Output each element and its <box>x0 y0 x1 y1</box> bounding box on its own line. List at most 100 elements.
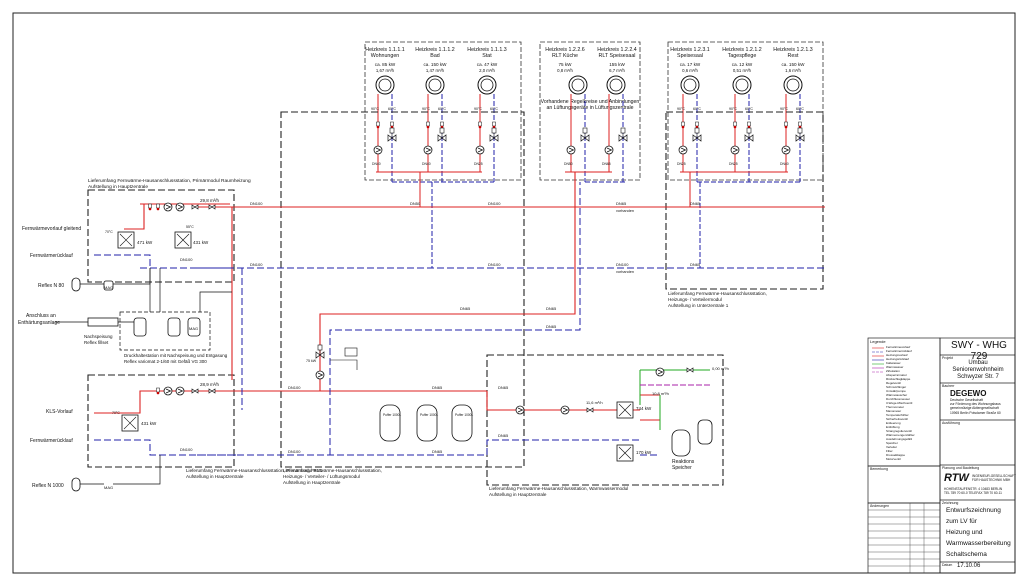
circuit-power: ca. 85 kW <box>375 62 396 67</box>
vorhanden-label: vorhanden <box>616 270 634 274</box>
pipe-size: DN65 <box>690 262 701 267</box>
circuit-name: Speisesaal <box>677 53 703 59</box>
pipe-size: DN25 <box>474 162 483 166</box>
temp-label: 60°C <box>796 107 804 111</box>
circuit-power: ca. 150 kW <box>782 62 806 67</box>
legend-item: Filter <box>886 449 893 453</box>
pipe-size: DN100 <box>288 385 301 390</box>
temp-label: 60°C <box>693 107 701 111</box>
temp-label: 90°C <box>422 107 430 111</box>
client-line: zur Förderung des Wohnungsbaus <box>950 402 1001 406</box>
legend-item: Fernwärmerücklauf <box>886 349 912 353</box>
drawing-line: zum LV für <box>946 518 977 525</box>
pipe-size: DN65 <box>460 306 471 311</box>
temp-label: 90°C <box>729 107 737 111</box>
legend-item: Wärmemengenzähler <box>886 433 915 437</box>
aenderungen-label: Änderungen <box>870 504 890 508</box>
station-title: Lieferumfang Fernwärme-Hausanschlussstat… <box>668 291 767 296</box>
flow-label: 10,8 m³/h <box>652 391 669 396</box>
hx-power: 431 kW <box>141 421 157 426</box>
datum-label: Datum <box>942 563 953 567</box>
pipe-size: DN65 <box>432 385 443 390</box>
drawing-date: 17.10.06 <box>957 563 981 569</box>
station-title: Lieferumfang Fernwärme-Hausanschlussstat… <box>283 468 382 473</box>
legend-item: Schmutzfänger <box>886 385 907 389</box>
storage-label: Puffer 1000L <box>455 413 473 417</box>
circuit-power: ca. 12 kW <box>732 62 753 67</box>
circuit-name: Stat <box>482 53 492 59</box>
flow-label: 11,6 m³/h <box>586 400 603 405</box>
pipe-size: DN65 <box>546 324 557 329</box>
druck-label: Reflex variomat 2-1/60 mit Gefäß VG 300 <box>124 359 207 364</box>
legend-item: Manometer <box>886 409 902 413</box>
temp-label: 60°C <box>745 107 753 111</box>
circuit-name: Tagespflege <box>728 53 757 59</box>
circuit-flow: 0,51 m³/h <box>733 68 752 73</box>
circuit-id: Heizkreis 1.2.2.4 <box>597 47 637 53</box>
client-line: Deutsche Gesellschaft <box>950 398 983 402</box>
legend-title: Legende <box>870 339 886 344</box>
druck-label: Druckhaltestation mit Nachspeisung und E… <box>124 353 228 358</box>
station-sub: Aufstellung in Unterzentrale 1 <box>668 303 729 308</box>
temp-label: 70°C <box>105 230 113 234</box>
legend-item: Sicherheitsventil <box>886 417 908 421</box>
reflex-label: Reflex N 1000 <box>32 483 64 489</box>
temp-label: 90°C <box>677 107 685 111</box>
fw-ruecklauf-label: Fernwärmerücklauf <box>30 253 73 259</box>
firm-line: INGENIEUR-GESELLSCHAFT <box>972 474 1016 478</box>
temp-label: 90°C <box>474 107 482 111</box>
pipe-size: DN65 <box>546 306 557 311</box>
legend-item: Warmwasser <box>886 365 904 369</box>
legend-item: Umwälzpumpe <box>886 389 906 393</box>
circuit-flow: 6,7 m³/h <box>609 68 625 73</box>
pipe-size: DN100 <box>250 262 263 267</box>
circuit-power: ca. 17 kW <box>680 62 701 67</box>
firm-logo: RTW <box>944 472 969 484</box>
pipe-size: DN65 <box>432 449 443 454</box>
pipe-size: DN40 <box>780 162 789 166</box>
client-name: DEGEWO <box>950 389 987 398</box>
circuit-name: RLT Küche <box>552 53 578 59</box>
legend-item: Temperaturfühler <box>886 413 909 417</box>
pipe-size: DN100 <box>488 262 501 267</box>
legend-item: Heizungsrücklauf <box>886 357 910 361</box>
rlt-note: Vorhandene Regelkreise und Anbindungen <box>541 99 640 105</box>
pipe-size: DN25 <box>677 162 686 166</box>
storage-label: Puffer 1000L <box>383 413 401 417</box>
circuit-name: Wohnungen <box>371 53 400 59</box>
legend-item: Drosselklappe <box>886 453 906 457</box>
nachspeisung-label: Nachspeisung <box>84 334 113 339</box>
flow-label: 28,9 m³/h <box>200 382 220 387</box>
legend-item: Ausdehnungsgefäß <box>886 437 913 441</box>
zeichnung-label: Zeichnung <box>942 501 959 505</box>
pipe-size: DN100 <box>180 257 193 262</box>
flow-label: 29,8 m³/h <box>200 198 220 203</box>
circuit-id: Heizkreis 1.1.1.3 <box>467 47 507 53</box>
circuit-flow: 1,6 m³/h <box>785 68 801 73</box>
circuit-id: Heizkreis 1.2.2.6 <box>545 47 585 53</box>
storage-label: Puffer 1000L <box>420 413 438 417</box>
pipe-size: DN65 <box>498 433 509 438</box>
kls-label: KLS-Vorlauf <box>46 409 73 415</box>
legend-item: Verteiler <box>886 445 898 449</box>
temp-label: 90°C <box>780 107 788 111</box>
station-sub: Aufstellung in Hauptzentrale <box>283 480 341 485</box>
hx-power: 744 kW <box>636 406 652 411</box>
circuit-power: ca. 47 kW <box>477 62 498 67</box>
circuit-id: Heizkreis 1.2.3.1 <box>670 47 710 53</box>
pipe-size: DN25 <box>729 162 738 166</box>
circuit-power: 75 kW <box>558 62 572 67</box>
pump-label: 75 kW <box>306 359 317 363</box>
legend-item: Heizungsvorlauf <box>886 353 908 357</box>
circuit-flow: 1,47 m³/h <box>426 68 445 73</box>
pipe-size: DN100 <box>288 449 301 454</box>
legend-item: Rückschlagklappe <box>886 377 911 381</box>
pipe-size: DN100 <box>250 201 263 206</box>
project-line: Seniorenwohnheim <box>952 367 1004 373</box>
circuit-flow: 2,0 m³/h <box>479 68 495 73</box>
tank-label: MAG <box>189 326 198 331</box>
firm-line: HOHENSTAUFENSTR. 4 10483 BERLIN <box>944 487 1003 491</box>
drawing-line: Heizung und <box>946 529 983 536</box>
circuit-id: Heizkreis 1.2.1.3 <box>773 47 813 53</box>
